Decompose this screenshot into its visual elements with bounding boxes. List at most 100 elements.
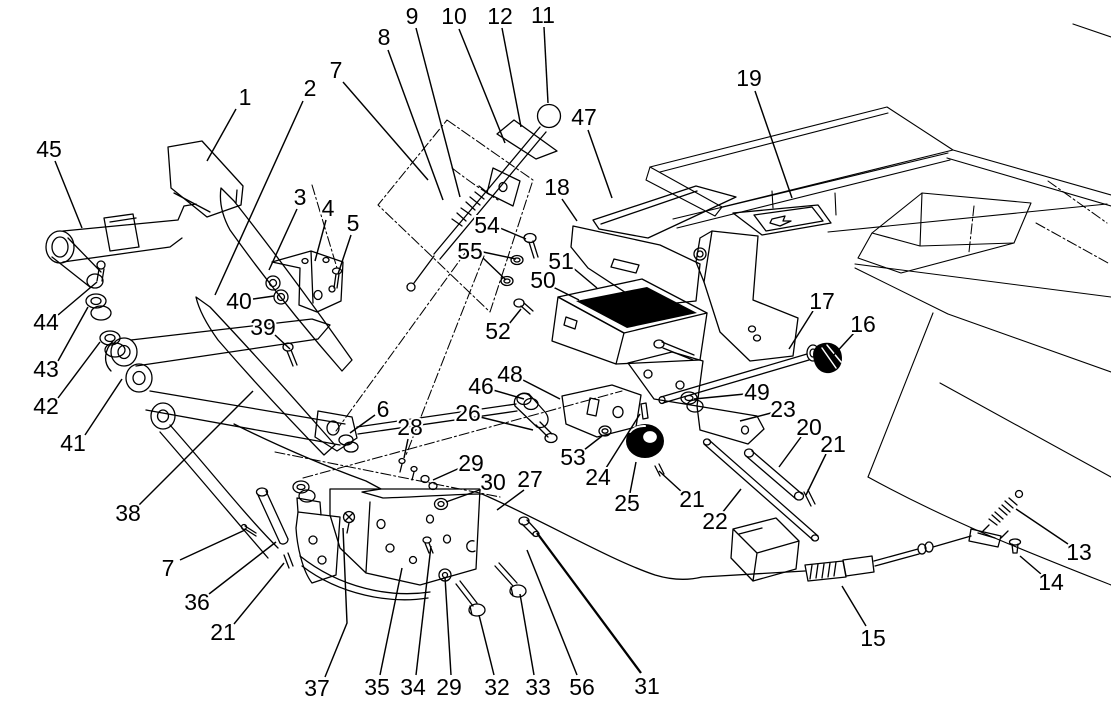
- callout-25-45: 25: [614, 490, 640, 516]
- latch-plate-part: [753, 206, 824, 232]
- leader-line-54: [499, 227, 527, 240]
- leader-line-55: [482, 257, 507, 281]
- rod-20-part: [745, 450, 803, 500]
- leader-line-17: [788, 310, 814, 350]
- callout-39-20: 39: [250, 314, 276, 340]
- callout-50-14: 50: [530, 267, 556, 293]
- callout-17-52: 17: [809, 288, 835, 314]
- lever-rod-part: [433, 126, 547, 260]
- pointer-blade-part: [496, 119, 558, 160]
- spring-9-part: [451, 185, 490, 227]
- leader-line-48: [520, 378, 561, 400]
- leader-line-50: [552, 286, 580, 301]
- callout-56-36: 56: [569, 674, 595, 700]
- bolt-39-part: [282, 342, 298, 367]
- leader-line-23: [739, 412, 772, 422]
- leader-line-41: [84, 378, 123, 436]
- leader-line-45: [54, 160, 83, 229]
- spring-13-part: [982, 489, 1024, 532]
- pin-21-part: [283, 552, 294, 569]
- callout-11-7: 11: [531, 2, 555, 28]
- callout-16-53: 16: [850, 311, 876, 337]
- spring-wire-part: [233, 423, 483, 499]
- callout-10-5: 10: [441, 3, 467, 29]
- right-linkage: [626, 342, 842, 582]
- leader-line-21: [233, 562, 285, 625]
- callout-4-17: 4: [322, 195, 335, 221]
- bolt-44-part: [96, 260, 106, 282]
- leader-line-55: [482, 251, 517, 260]
- leader-line-12: [501, 27, 522, 128]
- callout-34-32: 34: [400, 674, 426, 700]
- cotter-pin-part: [240, 523, 257, 537]
- leader-line-9: [415, 27, 461, 198]
- callout-36-28: 36: [184, 589, 210, 615]
- callout-21-49: 21: [820, 431, 846, 457]
- leader-line-37: [324, 527, 348, 678]
- leader-line-35: [379, 567, 403, 676]
- leader-line-43: [57, 306, 89, 362]
- box-bracket-part: [730, 517, 800, 582]
- control-lever-assembly: [335, 103, 562, 456]
- callout-55-12: 55: [457, 238, 483, 264]
- leader-line-8: [387, 49, 444, 201]
- leader-line-4: [314, 219, 327, 262]
- callout-19-10: 19: [736, 65, 762, 91]
- leader-line-44: [57, 281, 98, 316]
- cover-plates: [570, 185, 737, 307]
- callout-2-1: 2: [304, 75, 317, 101]
- rubber-pad-part: [576, 287, 697, 328]
- callout-29-40: 29: [458, 450, 484, 476]
- leader-line-13: [1015, 508, 1069, 545]
- push-rod-part: [356, 403, 518, 435]
- roller-25-part: [626, 424, 664, 458]
- callout-42-24: 42: [33, 393, 59, 419]
- callout-15-59: 15: [860, 625, 886, 651]
- rod-17-part: [660, 353, 810, 404]
- leader-line-29: [444, 576, 452, 676]
- leader-line-6: [349, 414, 376, 434]
- flange-nut-30-part: [433, 497, 449, 511]
- balljoint-linkage: [513, 384, 642, 444]
- leader-line-5: [337, 234, 352, 275]
- callout-52-15: 52: [485, 318, 511, 344]
- bolt-52-part: [513, 298, 534, 315]
- callout-43-23: 43: [33, 356, 59, 382]
- nut-55b-part: [500, 275, 514, 287]
- pedal-pad-part: [167, 140, 244, 218]
- callout-23-51: 23: [770, 396, 796, 422]
- leader-line-49: [693, 393, 746, 400]
- callout-13-57: 13: [1066, 539, 1092, 565]
- pin-24-part: [640, 402, 649, 420]
- leader-line-26: [479, 416, 534, 431]
- cable-15-part: [481, 493, 806, 581]
- callout-27-42: 27: [517, 466, 543, 492]
- clevis-pin-31-part: [518, 516, 540, 538]
- callout-21-29: 21: [210, 619, 236, 645]
- callout-1-0: 1: [239, 84, 252, 110]
- knob-16-part: [813, 342, 842, 374]
- callout-45-21: 45: [36, 136, 62, 162]
- callout-14-58: 14: [1038, 569, 1064, 595]
- frame-structure: [645, 23, 1111, 586]
- callout-6-38: 6: [377, 396, 390, 422]
- callout-46-54: 46: [468, 373, 494, 399]
- leader-line-14: [1019, 555, 1042, 575]
- callout-32-34: 32: [484, 674, 510, 700]
- leader-line-39: [274, 334, 291, 350]
- leader-line-20: [778, 436, 802, 468]
- screw-34-part: [422, 536, 434, 554]
- leader-line-21: [805, 453, 827, 496]
- leader-line-11: [543, 26, 549, 104]
- callout-53-43: 53: [560, 444, 586, 470]
- callout-24-44: 24: [585, 464, 611, 490]
- bolt-5-part: [331, 267, 343, 289]
- callout-29-33: 29: [436, 674, 462, 700]
- callout-40-19: 40: [226, 288, 252, 314]
- leader-line-21: [658, 470, 684, 494]
- leader-line-40: [252, 295, 275, 300]
- leader-line-30: [445, 487, 486, 503]
- leader-line-25: [629, 461, 637, 494]
